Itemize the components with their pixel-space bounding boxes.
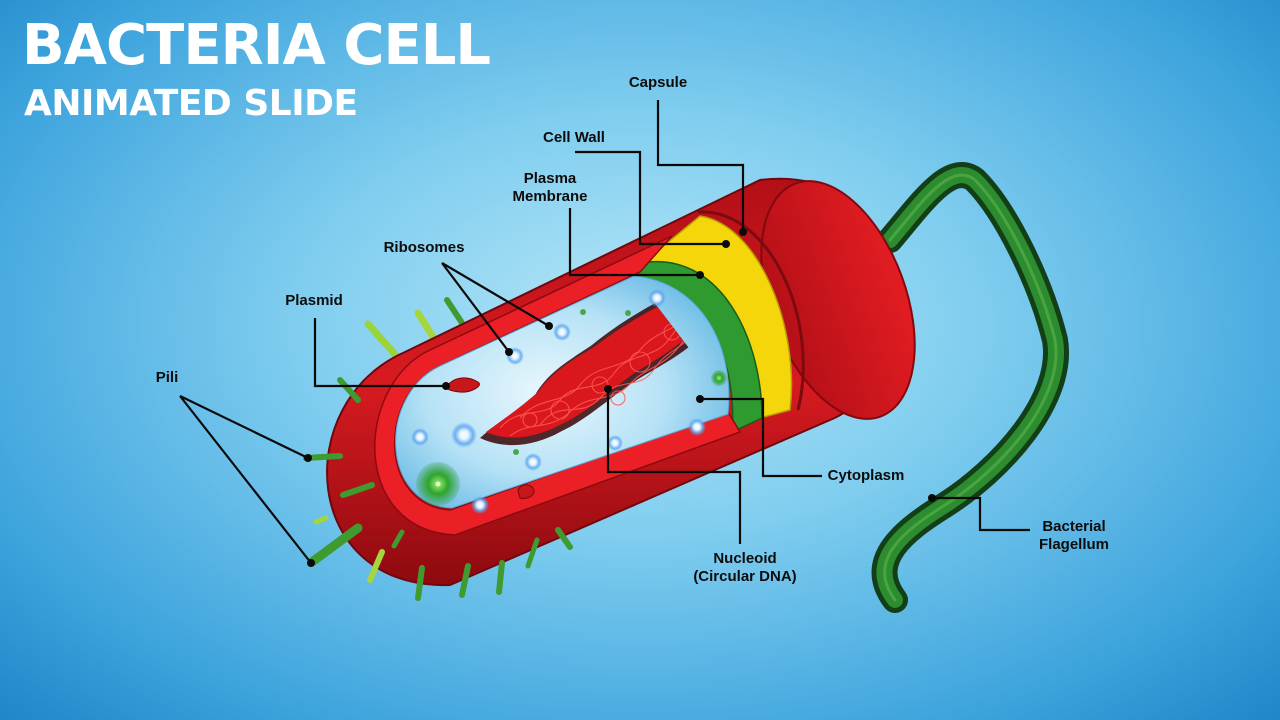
label-cell-wall: Cell Wall (543, 129, 605, 146)
plasmid (446, 377, 535, 499)
label-ribosomes: Ribosomes (383, 239, 465, 256)
label-plasma-membrane: Plasma Membrane (512, 170, 588, 205)
label-nucleoid: Nucleoid (Circular DNA) (693, 550, 797, 585)
pili-back (364, 297, 467, 364)
leader-dots (304, 228, 936, 567)
flagellum (871, 162, 1069, 613)
label-cytoplasm: Cytoplasm (827, 467, 905, 484)
pili (303, 377, 573, 601)
label-flagellum: Bacterial Flagellum (1038, 518, 1109, 553)
label-plasmid: Plasmid (285, 292, 343, 309)
nucleoid (480, 286, 714, 446)
leader-lines (179, 100, 1030, 564)
granules (416, 370, 727, 506)
slide-title: BACTERIA CELL (22, 13, 491, 78)
slide-subtitle: ANIMATED SLIDE (24, 83, 358, 124)
ribosomes (411, 289, 706, 514)
label-capsule: Capsule (628, 74, 688, 91)
label-pili: Pili (155, 369, 179, 386)
